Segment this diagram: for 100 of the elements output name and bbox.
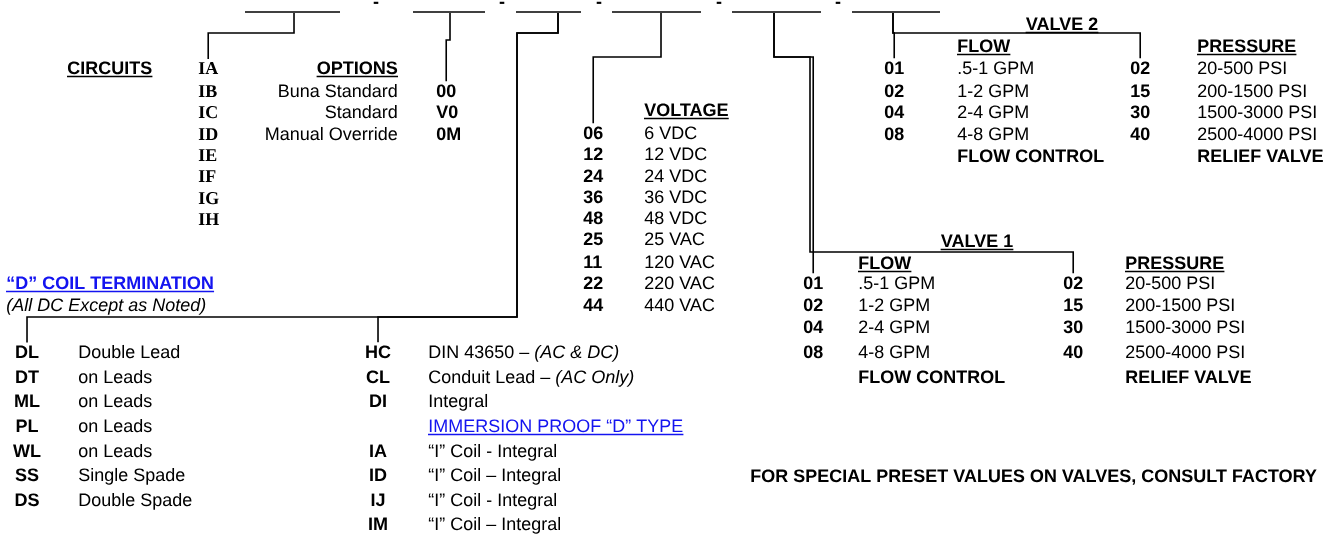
connector-line xyxy=(445,12,451,83)
code-text: IE xyxy=(198,149,217,161)
code-text: 15 xyxy=(1131,84,1150,98)
code-text: 06 xyxy=(583,126,603,140)
code-text: DL xyxy=(16,345,39,358)
description-text: DIN 43650 – (AC & DC) xyxy=(429,344,619,362)
code-text: HC xyxy=(366,345,391,359)
code-text: 25 xyxy=(583,232,603,246)
description-text: on Leads xyxy=(78,393,152,408)
code-text: 01 xyxy=(884,61,904,75)
code-text: IH xyxy=(198,213,219,225)
code-text: 11 xyxy=(584,255,602,268)
description-text: “I” Coil - Integral xyxy=(428,443,556,461)
code-text: IJ xyxy=(371,493,385,507)
separator-dash: - xyxy=(499,1,505,4)
description-text: Conduit Lead – (AC Only) xyxy=(429,369,634,387)
code-blank-line xyxy=(852,11,940,13)
description-text: 12 VDC xyxy=(645,147,707,161)
code-text: IF xyxy=(198,170,216,182)
description-text: 2500-4000 PSI xyxy=(1198,127,1316,141)
description-text: on Leads xyxy=(78,369,152,384)
connector-line xyxy=(592,12,662,125)
description-text: .5-1 GPM xyxy=(958,61,1033,75)
code-text: 02 xyxy=(1130,61,1150,75)
code-text: IG xyxy=(198,192,219,205)
description-text: 200-1500 PSI xyxy=(1198,84,1306,98)
description-text: 1-2 GPM xyxy=(958,84,1028,98)
code-text: FLOW CONTROL xyxy=(958,149,1104,163)
section-link: IMMERSION PROOF “D” TYPE xyxy=(427,419,685,436)
code-text: 02 xyxy=(803,298,823,312)
code-text: 02 xyxy=(1063,276,1083,290)
code-text: 04 xyxy=(803,320,824,334)
description-text: Double Lead xyxy=(79,344,180,359)
code-text: WL xyxy=(13,444,41,457)
description-text: 4-8 GPM xyxy=(957,127,1028,141)
description-text: 4-8 GPM xyxy=(858,345,929,359)
code-text: PL xyxy=(16,419,38,432)
description-text: 120 VAC xyxy=(645,255,715,269)
code-text: V0 xyxy=(436,105,458,119)
code-text: 15 xyxy=(1064,298,1083,312)
code-text: IA xyxy=(198,62,219,74)
code-text: ID xyxy=(370,468,387,481)
column-heading: VALVE 1 xyxy=(940,234,1015,251)
code-text: 24 xyxy=(583,169,604,182)
description-text: 220 VAC xyxy=(645,276,715,290)
code-text: 04 xyxy=(884,105,905,119)
code-text: 0M xyxy=(436,127,460,141)
note-text: (All DC Except as Noted) xyxy=(7,297,206,315)
column-heading: OPTIONS xyxy=(315,61,399,78)
description-text: 1-2 GPM xyxy=(859,298,929,312)
column-heading: PRESSURE xyxy=(1124,256,1226,273)
code-text: DT xyxy=(16,370,39,383)
code-text: ML xyxy=(15,394,40,407)
description-text: 36 VDC xyxy=(644,190,707,204)
description-text: 20-500 PSI xyxy=(1126,276,1214,290)
separator-dash: - xyxy=(835,1,841,4)
code-blank-line xyxy=(516,11,581,13)
description-text: 25 VAC xyxy=(645,232,705,246)
code-text: IC xyxy=(198,106,217,119)
code-text: 00 xyxy=(436,84,456,98)
code-text: ID xyxy=(198,128,218,141)
description-text: 20-500 PSI xyxy=(1198,61,1286,75)
description-text: 2-4 GPM xyxy=(859,320,929,334)
code-text: 30 xyxy=(1130,105,1150,119)
code-text: IA xyxy=(370,444,387,457)
code-text: 30 xyxy=(1063,320,1083,334)
description-text: .5-1 GPM xyxy=(859,276,934,290)
code-text: 36 xyxy=(583,190,603,204)
code-text: 08 xyxy=(884,127,904,141)
code-text: 08 xyxy=(803,345,823,359)
code-blank-line xyxy=(413,11,485,13)
code-text: 02 xyxy=(884,84,904,98)
code-text: 01 xyxy=(803,276,823,290)
description-text: 440 VAC xyxy=(644,298,715,312)
description-text: 48 VDC xyxy=(644,211,707,225)
code-text: SS xyxy=(15,468,39,482)
description-text: “I” Coil – Integral xyxy=(428,516,560,534)
description-text: 2-4 GPM xyxy=(958,105,1028,119)
connector-line xyxy=(773,12,1074,275)
description-text: Integral xyxy=(429,393,488,411)
description-text: on Leads xyxy=(78,443,152,458)
description-text: “I” Coil - Integral xyxy=(428,492,556,510)
code-text: FLOW CONTROL xyxy=(859,370,1005,384)
code-text: 12 xyxy=(584,147,603,160)
code-text: DS xyxy=(15,493,39,507)
connector-line xyxy=(892,12,1141,60)
description-text: “I” Coil – Integral xyxy=(428,467,560,485)
separator-dash: - xyxy=(373,1,379,4)
description-text: Manual Override xyxy=(266,126,397,141)
description-text: 1500-3000 PSI xyxy=(1126,320,1244,334)
code-blank-line xyxy=(732,11,821,13)
description-text: Buna Standard xyxy=(279,83,397,98)
separator-dash: - xyxy=(716,1,722,4)
code-text: CL xyxy=(366,370,390,384)
code-text: RELIEF VALVE xyxy=(1198,149,1323,162)
column-heading: VOLTAGE xyxy=(643,103,730,120)
connector-line xyxy=(377,12,559,344)
separator-dash: - xyxy=(596,1,602,4)
code-text: 40 xyxy=(1063,345,1083,359)
description-text: 24 VDC xyxy=(645,169,707,183)
